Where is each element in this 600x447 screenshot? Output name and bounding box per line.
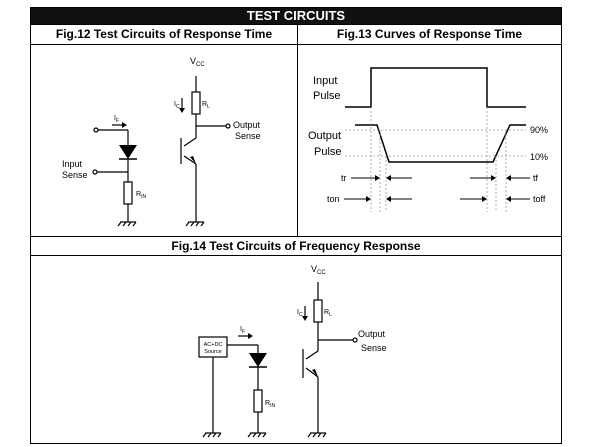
fig13-input-label: Input — [313, 75, 337, 87]
fig14-source-label1: AC+DC — [204, 342, 223, 348]
test-circuits-frame: TEST CIRCUITS Fig.12 Test Circuits of Re… — [30, 7, 562, 444]
fig14-ic-label: IC — [297, 309, 303, 318]
fig13-heading: Fig.13 Curves of Response Time — [298, 25, 561, 43]
fig13-10-label: 10% — [530, 152, 548, 162]
fig12-sense-in-label: Sense — [62, 170, 88, 180]
fig14-if-label: IF — [240, 326, 245, 335]
fig13-ton-label: ton — [327, 194, 340, 204]
fig12-input-label: Input — [62, 159, 83, 169]
fig13-tr-label: tr — [341, 173, 347, 183]
fig12-heading: Fig.12 Test Circuits of Response Time — [31, 25, 297, 43]
fig14-vcc-label: VCC — [311, 264, 326, 276]
fig13-tf-label: tf — [533, 173, 539, 183]
fig14-heading: Fig.14 Test Circuits of Frequency Respon… — [31, 237, 561, 255]
fig14-output-label: Output — [358, 329, 386, 339]
fig14-rl-label: RL — [324, 309, 332, 318]
divider — [31, 24, 561, 25]
fig12-ic-label: IC — [174, 101, 180, 110]
fig13-output-label2: Pulse — [314, 146, 342, 158]
fig14-source-label2: Source — [204, 349, 221, 355]
divider — [31, 255, 561, 256]
fig12-sense-out-label: Sense — [235, 131, 261, 141]
fig14-rin-label: RIN — [265, 400, 275, 409]
fig12-rin-label: RIN — [136, 191, 146, 200]
fig12-if-label: IF — [114, 115, 119, 124]
fig13-toff-label: toff — [533, 194, 546, 204]
divider — [31, 236, 561, 237]
fig13-90-label: 90% — [530, 125, 548, 135]
divider — [297, 25, 298, 236]
fig13-output-label: Output — [308, 130, 341, 142]
page-title: TEST CIRCUITS — [31, 8, 561, 24]
fig12-output-label: Output — [233, 120, 261, 130]
divider — [31, 44, 561, 45]
fig13-input-label2: Pulse — [313, 90, 341, 102]
fig14-sense-label: Sense — [361, 343, 387, 353]
fig12-rl-label: RL — [202, 101, 210, 110]
fig12-vcc-label: VCC — [190, 56, 205, 68]
